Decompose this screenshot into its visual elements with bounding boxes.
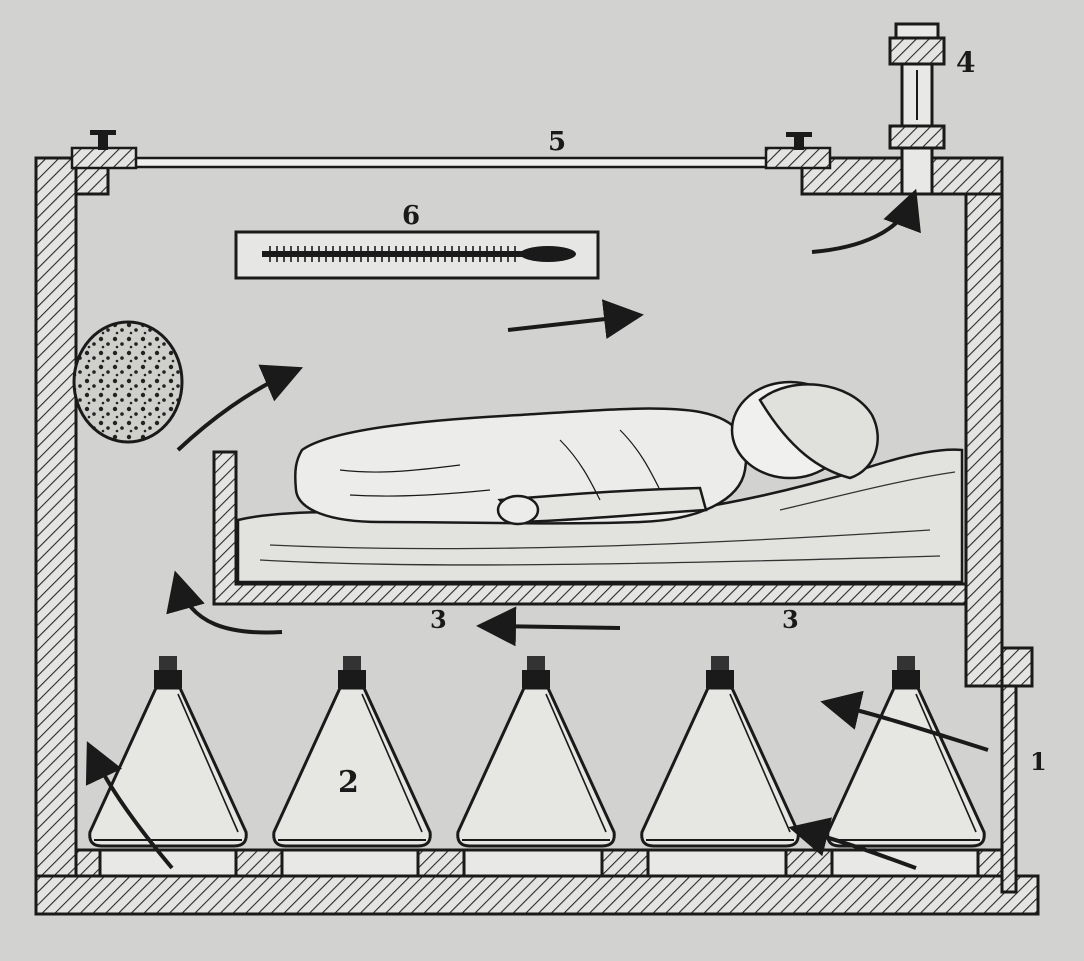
infant-hand [496, 494, 540, 526]
lid-clamp-left [70, 146, 138, 170]
bottle-platform [74, 848, 1004, 878]
platform-support [784, 848, 834, 878]
label-tray-left: 3 [430, 605, 447, 634]
platform-support [234, 848, 284, 878]
lid-clamp-right [764, 146, 832, 170]
label-glass-lid: 5 [548, 127, 566, 157]
gown-shading [339, 429, 661, 501]
sponge-icon [72, 320, 184, 444]
chimney-cap [888, 36, 946, 66]
airflow-arrow-icon [788, 817, 917, 870]
inlet-duct-top [1000, 646, 1034, 688]
airflow-arrow-icon [820, 690, 989, 752]
tray-frame [212, 450, 968, 606]
glass-pane [106, 156, 804, 169]
label-tray-right: 3 [782, 605, 799, 634]
airflow-arrow-icon [811, 188, 921, 254]
lid-knob-cap [786, 132, 812, 137]
airflow-arrows [85, 188, 989, 870]
flask-icon [456, 656, 616, 848]
flask-icon [88, 656, 248, 848]
platform-support [976, 848, 1004, 878]
left-wall [34, 156, 78, 880]
airflow-arrow-icon [166, 570, 283, 635]
lid-knob-cap [90, 130, 116, 135]
floor [34, 874, 1040, 916]
bottle-row [88, 656, 986, 848]
right-wall [964, 192, 1004, 688]
top-right-corner [930, 156, 1004, 196]
airflow-arrow-icon [476, 606, 621, 647]
platform-support [416, 848, 466, 878]
flask-icon [272, 656, 432, 848]
bedding-shading [259, 471, 956, 566]
glass-lid [70, 130, 832, 170]
label-thermometer: 6 [402, 201, 420, 231]
airflow-arrow-icon [85, 741, 174, 870]
airflow-arrow-icon [176, 364, 304, 452]
thermometer-scale [269, 246, 516, 262]
thermometer-stem [262, 251, 522, 257]
thermometer [234, 230, 600, 280]
infant-figure [294, 380, 879, 526]
chimney-top [894, 22, 940, 40]
chimney-collar [888, 124, 946, 150]
platform-support [74, 848, 102, 878]
label-inlet: 1 [1030, 747, 1047, 776]
platform-support [600, 848, 650, 878]
chimney-ventilator [888, 22, 946, 196]
inlet-duct [1000, 684, 1018, 894]
lid-knob-left [98, 132, 108, 150]
infant-arm [497, 486, 708, 524]
incubator-housing [34, 156, 1040, 916]
sponge [72, 320, 184, 444]
flask-icon [826, 656, 986, 848]
infant-bonnet [758, 383, 879, 480]
lid-knob-right [794, 134, 804, 150]
label-bottles: 2 [338, 765, 359, 800]
airflow-arrow-icon [507, 299, 644, 340]
label-chimney: 4 [956, 46, 975, 79]
thermometer-bulb [520, 246, 576, 262]
